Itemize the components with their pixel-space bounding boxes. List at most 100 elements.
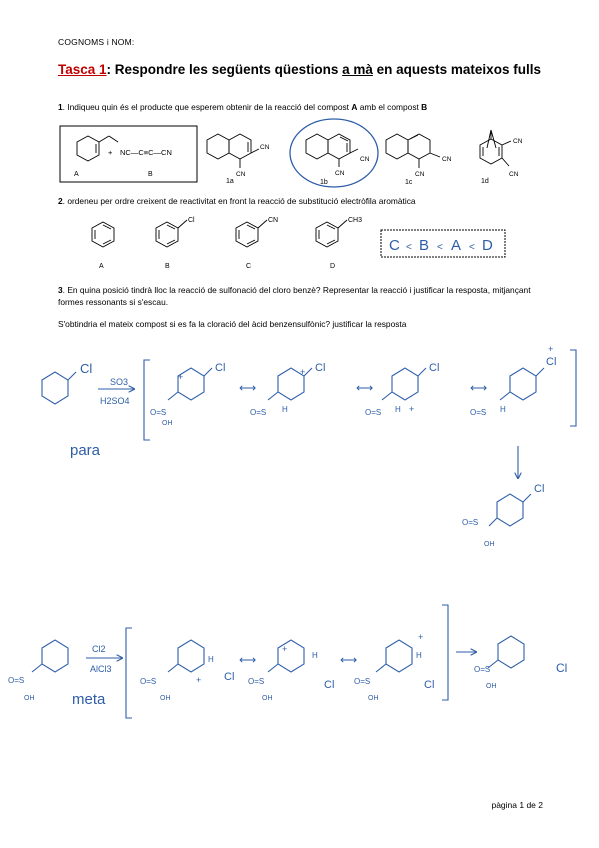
cn-1a-a: CN: [260, 144, 270, 151]
question-2: 2. ordeneu per ordre creixent de reactiv…: [58, 195, 548, 207]
svg-text:Cl: Cl: [324, 679, 334, 691]
svg-text:+: +: [409, 404, 414, 414]
svg-text:Cl: Cl: [556, 661, 567, 675]
label-a: A: [74, 171, 79, 178]
svg-text:⟷: ⟷: [340, 653, 357, 667]
svg-text:para: para: [70, 442, 101, 459]
svg-text:OH: OH: [24, 695, 35, 702]
svg-text:Cl: Cl: [224, 671, 234, 683]
svg-text:OH: OH: [486, 683, 497, 690]
q2-answer-box: [380, 229, 506, 258]
svg-text:+: +: [282, 644, 287, 654]
svg-text:O=S: O=S: [150, 408, 166, 417]
svg-text:OH: OH: [162, 420, 173, 427]
q3-number: 3: [58, 285, 63, 295]
svg-text:Cl: Cl: [315, 362, 325, 374]
task-title-a: : Respondre les següents qüestions: [106, 62, 343, 77]
option-1d-structure: [479, 129, 512, 167]
svg-text:OH: OH: [262, 695, 273, 702]
svg-text:Cl: Cl: [534, 483, 544, 495]
svg-text:O=S: O=S: [140, 677, 156, 686]
label-b: B: [148, 171, 153, 178]
svg-text:AlCl3: AlCl3: [90, 664, 112, 674]
svg-text:H: H: [500, 405, 506, 414]
svg-text:SO3: SO3: [110, 377, 128, 387]
svg-text:⟷: ⟷: [470, 381, 487, 395]
svg-text:Cl: Cl: [80, 361, 92, 376]
q2-sub-ch3: CH3: [348, 217, 362, 224]
cn-1c-b: CN: [415, 171, 425, 178]
svg-text:Cl: Cl: [424, 679, 434, 691]
svg-text:C: C: [389, 237, 400, 254]
cn-1d-a: CN: [513, 138, 523, 145]
option-1a-label: 1a: [226, 178, 234, 185]
option-1c-structure: [385, 133, 441, 168]
svg-text:D: D: [482, 237, 493, 254]
svg-text:A: A: [451, 237, 461, 254]
option-1c-label: 1c: [405, 179, 413, 186]
q3-text: . En quina posició tindrà lloc la reacci…: [58, 285, 531, 307]
svg-text:OH: OH: [368, 695, 379, 702]
q2-compound-d: [315, 219, 348, 248]
q1-bold-a: A: [351, 102, 358, 112]
question-1: 1. Indiqueu quin és el producte que espe…: [58, 101, 548, 113]
svg-text:⟷: ⟷: [356, 381, 373, 395]
svg-text:O=S: O=S: [8, 676, 24, 685]
task-prefix: Tasca 1: [58, 62, 107, 77]
svg-text:+: +: [300, 367, 305, 377]
svg-text:Cl: Cl: [215, 362, 225, 374]
compound-a: [76, 135, 119, 162]
reagent-plus: +: [108, 148, 113, 157]
task-title-b: en aquests mateixos fulls: [372, 62, 541, 77]
svg-text:O=S: O=S: [250, 408, 266, 417]
svg-text:+: +: [196, 675, 201, 685]
q2-label-c: C: [246, 263, 251, 270]
svg-text:O=S: O=S: [470, 408, 486, 417]
svg-text:O=S: O=S: [248, 677, 264, 686]
q2-number: 2: [58, 196, 63, 206]
svg-text:H2SO4: H2SO4: [100, 396, 130, 406]
answer-circle: [289, 118, 379, 188]
svg-text:<: <: [406, 242, 412, 253]
svg-text:+: +: [178, 372, 183, 382]
handwritten-chlorination: [31, 604, 525, 719]
question-3-followup: S'obtindria el mateix compost si es fa l…: [58, 319, 407, 329]
svg-text:H: H: [312, 651, 318, 660]
cn-1b-b: CN: [335, 170, 345, 177]
cn-1b-a: CN: [360, 156, 370, 163]
svg-text:<: <: [469, 242, 475, 253]
q1-number: 1: [58, 102, 63, 112]
svg-text:⟷: ⟷: [239, 381, 256, 395]
question-3: 3. En quina posició tindrà lloc la reacc…: [58, 284, 548, 308]
task-title: Tasca 1: Respondre les següents qüestion…: [58, 62, 541, 77]
svg-text:O=S: O=S: [354, 677, 370, 686]
svg-text:O=S: O=S: [462, 518, 478, 527]
svg-text:<: <: [437, 242, 443, 253]
q2-sub-cn: CN: [268, 217, 278, 224]
svg-text:⟷: ⟷: [239, 653, 256, 667]
q1-reactant-box: [59, 125, 198, 183]
reagent-b-formula: NC—C≡C—CN: [120, 148, 172, 157]
option-1d-label: 1d: [481, 178, 489, 185]
svg-text:+: +: [548, 344, 553, 354]
svg-text:OH: OH: [484, 541, 495, 548]
svg-text:Cl: Cl: [546, 356, 556, 368]
svg-text:H: H: [416, 651, 422, 660]
page-number: pàgina 1 de 2: [491, 800, 543, 810]
q2-label-d: D: [330, 263, 335, 270]
handwritten-chlorination-text: Cl2 AlCl3 meta O=S OH O=S OH H Cl + ⟷ O=…: [8, 632, 567, 708]
task-title-underlined: a mà: [342, 62, 373, 77]
svg-text:meta: meta: [72, 691, 106, 708]
svg-text:H: H: [282, 405, 288, 414]
svg-text:Cl: Cl: [429, 362, 439, 374]
q2-answer: C < B < A < D: [389, 237, 493, 254]
name-field-label: COGNOMS i NOM:: [58, 37, 135, 47]
q1-text-b: amb el compost: [357, 102, 422, 112]
cn-1d-b: CN: [509, 171, 519, 178]
cn-1c-a: CN: [442, 156, 452, 163]
handwritten-sulfonation-text: Cl SO3 H2SO4 para Cl + O=S OH ⟷ Cl + O=S…: [70, 344, 556, 548]
svg-text:O=S: O=S: [365, 408, 381, 417]
option-1a-structure: [206, 133, 260, 168]
q1-text-a: . Indiqueu quin és el producte que esper…: [62, 102, 352, 112]
